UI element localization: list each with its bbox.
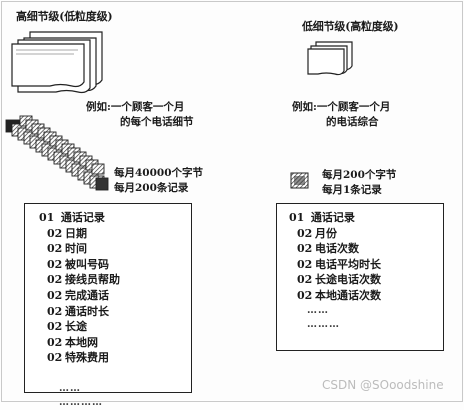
field-level: 02: [47, 242, 63, 256]
right-record-header: 01 通话记录: [289, 210, 443, 226]
field-level: 02: [47, 304, 63, 318]
right-record-header-level: 01: [289, 211, 305, 224]
field-text: 特殊费用: [65, 351, 109, 365]
field-text: 本地通话次数: [315, 288, 381, 302]
right-record-header-text: 通话记录: [310, 211, 355, 224]
field-level: 02: [297, 273, 313, 287]
field-text: 电话平均时长: [315, 257, 381, 271]
field-level: 02: [297, 257, 313, 271]
left-record-header-text: 通话记录: [60, 211, 105, 224]
right-stats: 每月200个字节 每月1条记录: [322, 168, 396, 198]
left-example-prefix: 例如:: [86, 101, 111, 113]
field-text: 日期: [65, 226, 87, 240]
field-level: 02: [47, 273, 63, 287]
field-level: 02: [297, 288, 313, 302]
field-text: 电话次数: [315, 242, 359, 256]
right-stats-records: 每月1条记录: [322, 184, 382, 196]
left-example-line2: 的每个电话细节: [120, 116, 194, 128]
left-field: [47, 366, 191, 382]
field-text: 长途: [65, 320, 87, 334]
field-level: 02: [47, 351, 63, 365]
left-example-line1: 一个顾客一个月: [110, 101, 185, 113]
right-example: 例如:一个顾客一个月 的电话综合: [292, 100, 390, 130]
field-text: 完成通话: [65, 288, 109, 302]
right-example-line2: 的电话综合: [326, 116, 379, 128]
left-title: 高细节级(低粒度级): [16, 10, 113, 23]
field-level: 02: [47, 257, 63, 271]
field-text: 长途电话次数: [315, 273, 381, 287]
field-level: 02: [297, 226, 313, 240]
field-text: 月份: [315, 226, 337, 240]
right-example-line1: 一个顾客一个月: [316, 101, 391, 113]
field-text: 通话时长: [65, 304, 109, 318]
field-text: 时间: [65, 242, 87, 256]
right-record-ellipsis-2: ………: [307, 318, 340, 330]
watermark: CSDN @SOoodshine: [322, 378, 444, 392]
field-level: 02: [47, 320, 63, 334]
field-level: 02: [47, 335, 63, 349]
right-record-ellipsis-1: ……: [307, 304, 329, 316]
left-example: 例如:一个顾客一个月 的每个电话细节: [86, 100, 194, 130]
field-text: 被叫号码: [65, 257, 109, 271]
right-title: 低细节级(高粒度级): [302, 20, 399, 33]
field-level: 02: [47, 288, 63, 302]
field-level: 02: [297, 242, 313, 256]
many-records-cascade-icon: [5, 115, 109, 191]
left-stats-bytes: 每月40000个字节: [114, 167, 204, 179]
left-record-header: 01 通话记录: [39, 210, 191, 226]
right-stats-bytes: 每月200个字节: [322, 169, 397, 181]
left-stats-records: 每月200条记录: [114, 182, 189, 194]
left-stats: 每月40000个字节 每月200条记录: [114, 166, 203, 196]
stacked-documents-icon: [11, 31, 103, 94]
left-record-ellipsis-2: …………: [59, 396, 103, 408]
left-record-header-level: 01: [39, 211, 55, 224]
field-text: 接线员帮助: [65, 273, 120, 287]
left-record-ellipsis-1: ……: [59, 382, 81, 394]
field-text: 本地网: [65, 335, 98, 349]
right-example-prefix: 例如:: [292, 101, 317, 113]
single-record-icon: [290, 172, 309, 189]
field-level: 02: [47, 226, 63, 240]
single-document-icon: [307, 41, 353, 76]
